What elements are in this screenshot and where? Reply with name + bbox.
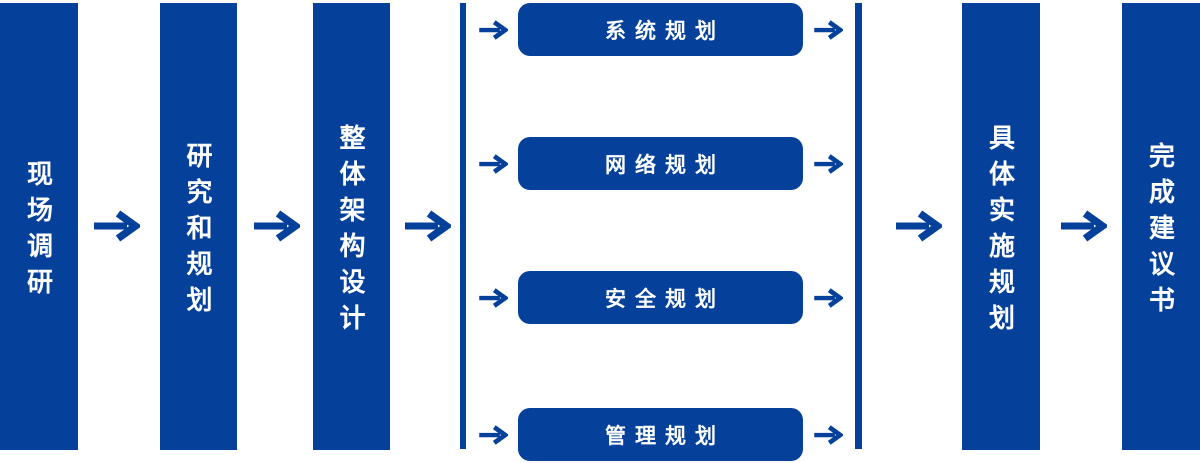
sub-plan-row: 管理规划 — [478, 408, 843, 461]
arrow-right-icon — [813, 425, 843, 445]
stage-label: 具体实施规划 — [985, 123, 1016, 340]
arrow-right-icon — [478, 288, 508, 308]
sub-plan-label: 安全规划 — [605, 287, 725, 311]
stage-bar-overall-architecture-design: 整体架构设计 — [313, 3, 390, 450]
stage-label: 整体架构设计 — [336, 123, 366, 340]
arrow-right-icon — [403, 210, 451, 242]
arrow-right-icon — [813, 20, 843, 40]
stage-label: 研究和规划 — [183, 141, 213, 322]
arrow-right-icon — [478, 425, 508, 445]
stage-bar-complete-proposal: 完成建议书 — [1122, 3, 1200, 450]
sub-plan-management-planning: 管理规划 — [518, 408, 803, 461]
sub-plan-row: 网络规划 — [478, 137, 843, 190]
stage-bar-field-research: 现场调研 — [0, 3, 78, 450]
stage-bar-implementation-planning: 具体实施规划 — [962, 3, 1040, 450]
arrow-right-icon — [813, 288, 843, 308]
sub-plan-row: 安全规划 — [478, 271, 843, 324]
sub-plan-label: 系统规划 — [605, 19, 725, 43]
stage-label: 现场调研 — [23, 159, 54, 304]
arrow-right-icon — [478, 20, 508, 40]
sub-section-right-rule — [855, 3, 862, 449]
sub-plan-label: 管理规划 — [605, 424, 725, 448]
sub-plan-network-planning: 网络规划 — [518, 137, 803, 190]
arrow-right-icon — [252, 210, 300, 242]
arrow-right-icon — [894, 210, 942, 242]
arrow-right-icon — [813, 154, 843, 174]
sub-plan-row: 系统规划 — [478, 3, 843, 56]
stage-label: 完成建议书 — [1145, 141, 1176, 322]
sub-plan-system-planning: 系统规划 — [518, 3, 803, 56]
stage-bar-research-and-planning: 研究和规划 — [160, 3, 237, 450]
sub-plan-security-planning: 安全规划 — [518, 271, 803, 324]
arrow-right-icon — [478, 154, 508, 174]
arrow-right-icon — [92, 210, 140, 242]
sub-plan-label: 网络规划 — [605, 153, 725, 177]
sub-section-left-rule — [460, 3, 466, 449]
arrow-right-icon — [1059, 210, 1107, 242]
